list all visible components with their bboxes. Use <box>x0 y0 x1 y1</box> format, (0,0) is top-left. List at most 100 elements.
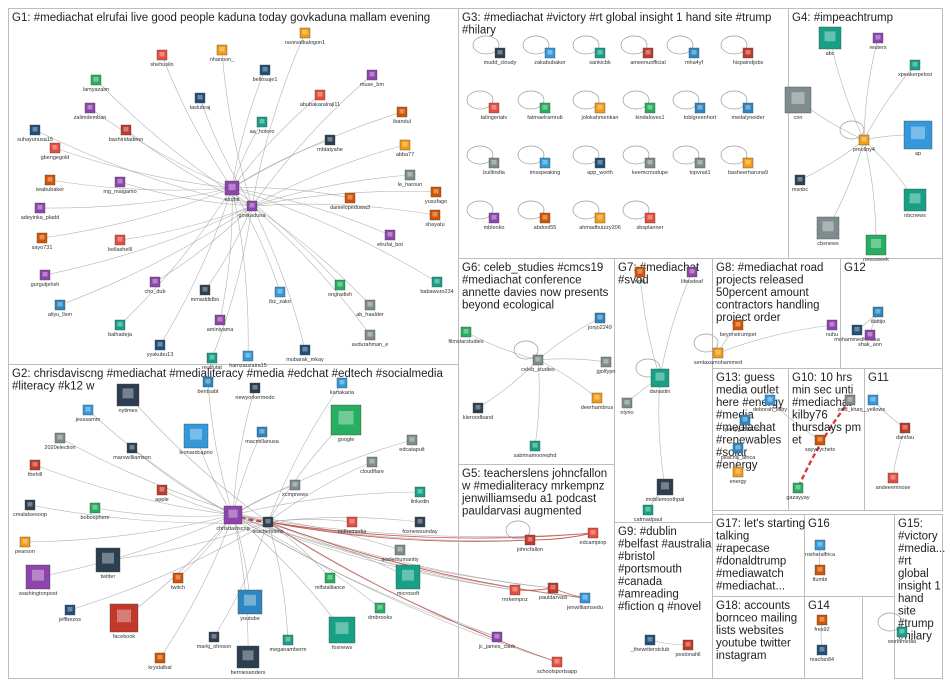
avatar-highlight <box>212 634 217 639</box>
node-dattijo[interactable]: dattijo <box>871 307 886 325</box>
node-ndsj[interactable]: ndsj <box>635 267 645 285</box>
avatar-highlight <box>692 50 697 55</box>
node-label: krystalbal <box>148 665 171 671</box>
avatar-highlight <box>220 47 225 52</box>
node-tlumbi[interactable]: tlumbi <box>813 565 828 583</box>
avatar-highlight <box>551 585 556 590</box>
group-panel-g13: G13: guessmedia outlethere #energy#media… <box>713 369 789 511</box>
node-label: teacherslens <box>252 529 283 535</box>
node-thehill[interactable]: thehill <box>28 460 42 478</box>
avatar-highlight <box>278 289 283 294</box>
panel-title: #renewables <box>716 435 781 447</box>
avatar-highlight <box>604 359 609 364</box>
node-newsweek[interactable]: newsweek <box>863 235 889 263</box>
group-panel-g3: G3: #mediachat #victory #rt global insig… <box>459 9 789 259</box>
node-foxnews[interactable]: foxnews <box>329 617 355 651</box>
avatar-highlight <box>686 642 691 647</box>
node-label: app_worth <box>587 170 613 176</box>
avatar-highlight <box>855 327 860 332</box>
node-label: rosharalfrica <box>805 552 836 558</box>
avatar-highlight <box>591 530 596 535</box>
avatar-highlight <box>117 610 131 623</box>
avatar-highlight <box>648 637 653 642</box>
avatar-highlight <box>124 127 129 132</box>
panel-title: G1: #mediachat elrufai live good people … <box>12 12 430 24</box>
avatar-highlight <box>293 482 298 487</box>
panel-title: lists websites <box>716 625 784 637</box>
node-apple[interactable]: apple <box>155 485 168 503</box>
node-label: xcmpnews <box>282 492 308 498</box>
node-label: jonjo2249 <box>587 325 612 331</box>
node-label: pmolloy4 <box>853 147 875 153</box>
avatar-highlight <box>190 429 202 440</box>
avatar-highlight <box>408 172 413 177</box>
avatar-highlight <box>823 221 834 231</box>
node-label: jesssamm <box>75 417 101 423</box>
node-leonardcaprio[interactable]: leonardcaprio <box>179 424 212 456</box>
node-twitch[interactable]: twitch <box>171 573 185 591</box>
node-label: newyorkermedo <box>235 395 274 401</box>
avatar-highlight <box>900 629 905 634</box>
avatar-highlight <box>646 507 651 512</box>
node-label: elrufai <box>225 197 240 203</box>
node-label: bashiridadenn <box>109 137 144 143</box>
avatar-highlight <box>625 400 630 405</box>
avatar-highlight <box>418 519 423 524</box>
node-label: ab_haalder <box>356 312 384 318</box>
panel-title: #mediawatch <box>716 568 784 580</box>
node-label: ravevalbalogon1 <box>285 40 325 46</box>
panel-title: min sec unti <box>792 385 853 397</box>
node-label: danastin <box>650 389 671 395</box>
node-cbsnews[interactable]: cbsnews <box>817 217 839 247</box>
node-label: bentsabt <box>197 389 219 395</box>
avatar-highlight <box>464 329 469 334</box>
node-nytimes[interactable]: nytimes <box>117 384 139 414</box>
avatar-highlight <box>796 485 801 490</box>
avatar-highlight <box>218 317 223 322</box>
avatar-highlight <box>48 177 53 182</box>
node-label: apple <box>155 497 168 503</box>
node-label: realfutat <box>202 365 222 371</box>
panel-title: #rapecase <box>716 543 770 555</box>
node-label: suhayunusa15 <box>17 137 53 143</box>
node-nlyrio[interactable]: nlyrio <box>620 398 633 416</box>
avatar-highlight <box>418 489 423 494</box>
node-danastin[interactable]: danastin <box>650 369 671 395</box>
node-label: jeffbezos <box>58 617 81 623</box>
node-label: elrufai_bot <box>377 242 403 248</box>
node-label: kindaloves1 <box>635 115 664 121</box>
avatar-highlight <box>492 215 497 220</box>
avatar-highlight <box>528 537 533 542</box>
panel-title: annette davies now presents <box>462 287 609 299</box>
avatar-highlight <box>403 142 408 147</box>
node-label: sankicbk <box>589 60 611 66</box>
node-label: shak_aon <box>858 342 882 348</box>
avatar-highlight <box>598 315 603 320</box>
panel-title: #media... <box>898 543 945 555</box>
node-youtube[interactable]: youtube <box>238 590 262 622</box>
avatar-highlight <box>94 77 99 82</box>
avatar-highlight <box>33 462 38 467</box>
avatar-highlight <box>746 105 751 110</box>
avatar-highlight <box>246 353 251 358</box>
node-label: microsoft <box>397 591 420 597</box>
avatar-highlight <box>798 177 803 182</box>
node-facebook[interactable]: facebook <box>110 604 138 640</box>
avatar-highlight <box>398 547 403 552</box>
node-nuhu[interactable]: nuhu <box>826 320 838 338</box>
node-label: 2020election <box>44 445 75 451</box>
node-microsoft[interactable]: microsoft <box>396 565 420 597</box>
avatar-highlight <box>792 92 805 104</box>
avatar-highlight <box>348 195 353 200</box>
avatar-highlight <box>368 332 373 337</box>
node-nbcnews[interactable]: nbcnews <box>904 189 926 219</box>
avatar-highlight <box>871 239 881 248</box>
node-label: abc <box>826 51 835 57</box>
panel-title: #amreading <box>618 589 679 601</box>
node-elrufai[interactable]: elrufai <box>225 181 240 203</box>
panel-title: G16 <box>808 518 830 530</box>
node-label: ahmadbuizzy206 <box>579 225 621 231</box>
node-label: topvnat1 <box>689 170 710 176</box>
avatar-highlight <box>825 31 836 41</box>
group-panel-g8: G8: #mediachat roadprojects released50pe… <box>713 259 841 369</box>
